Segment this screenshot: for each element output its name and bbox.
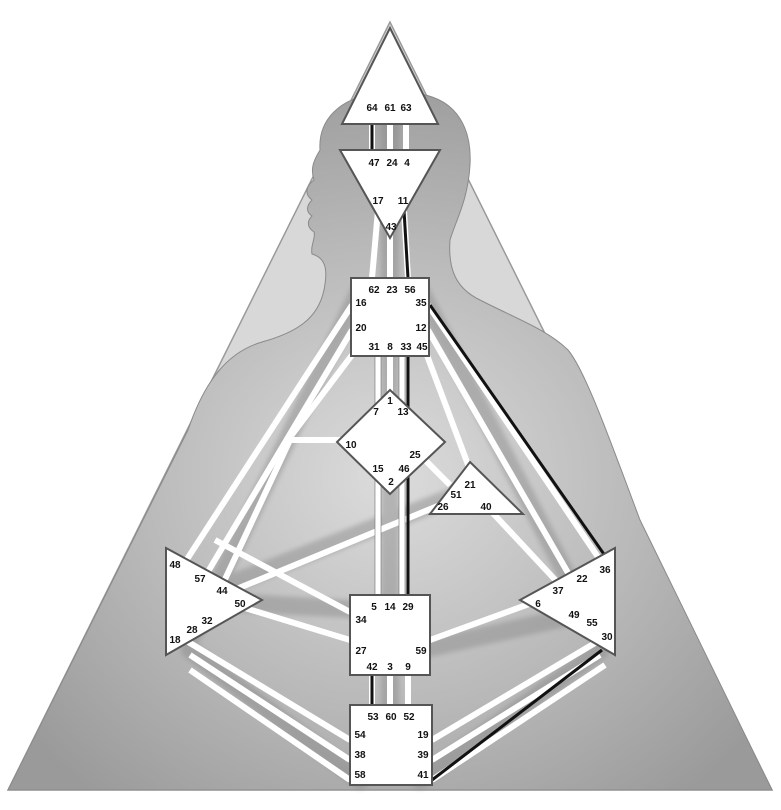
gate-27: 27 [355, 646, 367, 657]
gate-61: 61 [384, 103, 396, 114]
throat-center: 62 23 56 16 35 20 12 31 8 33 45 [350, 277, 430, 357]
gate-7: 7 [373, 407, 379, 418]
gate-57: 57 [194, 574, 206, 585]
gate-17: 17 [372, 196, 384, 207]
gate-12: 12 [415, 323, 427, 334]
gate-55: 55 [586, 618, 598, 629]
gate-26: 26 [437, 502, 449, 513]
heart-center: 21 51 26 40 [427, 460, 526, 515]
gate-38: 38 [354, 750, 366, 761]
gate-14: 14 [384, 602, 396, 613]
gate-39: 39 [417, 750, 429, 761]
gate-41: 41 [417, 770, 429, 781]
gate-18: 18 [169, 635, 181, 646]
gate-10: 10 [345, 440, 357, 451]
gate-25: 25 [409, 450, 421, 461]
gate-28: 28 [186, 625, 198, 636]
gate-44: 44 [216, 586, 228, 597]
gate-16: 16 [355, 298, 367, 309]
g-center: 1 7 13 10 25 15 46 2 [335, 388, 447, 496]
gate-64: 64 [366, 103, 378, 114]
gate-63: 63 [400, 103, 412, 114]
gate-30: 30 [601, 632, 613, 643]
gate-1: 1 [387, 396, 393, 407]
gate-60: 60 [385, 712, 397, 723]
gate-42: 42 [366, 662, 378, 673]
gate-53: 53 [367, 712, 379, 723]
gate-36: 36 [599, 565, 611, 576]
gate-47: 47 [368, 158, 380, 169]
gate-48: 48 [169, 560, 181, 571]
gate-23: 23 [386, 285, 398, 296]
gate-45: 45 [416, 342, 428, 353]
gate-62: 62 [368, 285, 380, 296]
spleen-center: 48 57 44 50 32 28 18 [165, 546, 265, 657]
gate-5: 5 [371, 602, 377, 613]
gate-22: 22 [576, 574, 588, 585]
gate-4: 4 [404, 158, 410, 169]
gate-19: 19 [417, 730, 429, 741]
gate-29: 29 [402, 602, 414, 613]
gate-6: 6 [535, 599, 541, 610]
gate-3: 3 [387, 662, 393, 673]
gate-31: 31 [368, 342, 380, 353]
gate-24: 24 [386, 158, 398, 169]
gate-2: 2 [388, 477, 394, 488]
gate-56: 56 [404, 285, 416, 296]
gate-37: 37 [552, 586, 564, 597]
gate-11: 11 [398, 196, 409, 207]
gate-34: 34 [355, 615, 367, 626]
root-center: 53 60 52 54 19 38 39 58 41 [349, 704, 433, 786]
gate-21: 21 [464, 480, 476, 491]
gate-32: 32 [201, 616, 213, 627]
gate-20: 20 [355, 323, 367, 334]
ajna-center: 47 24 4 17 11 43 [338, 149, 442, 241]
sacral-center: 5 14 29 34 27 59 42 3 9 [349, 594, 431, 676]
gate-35: 35 [415, 298, 427, 309]
solar-plexus-center: 36 22 37 6 49 55 30 [517, 546, 616, 657]
gate-15: 15 [372, 464, 384, 475]
gate-9: 9 [405, 662, 411, 673]
gate-59: 59 [415, 646, 427, 657]
gate-49: 49 [568, 610, 580, 621]
gate-43: 43 [385, 222, 397, 233]
head-center: 64 61 63 [340, 25, 440, 125]
gate-33: 33 [400, 342, 412, 353]
gate-50: 50 [234, 599, 246, 610]
gate-51: 51 [450, 490, 462, 501]
gate-8: 8 [387, 342, 393, 353]
gate-46: 46 [398, 464, 410, 475]
gate-52: 52 [403, 712, 415, 723]
gate-13: 13 [397, 407, 409, 418]
gate-54: 54 [354, 730, 366, 741]
gate-40: 40 [480, 502, 492, 513]
gate-58: 58 [354, 770, 366, 781]
